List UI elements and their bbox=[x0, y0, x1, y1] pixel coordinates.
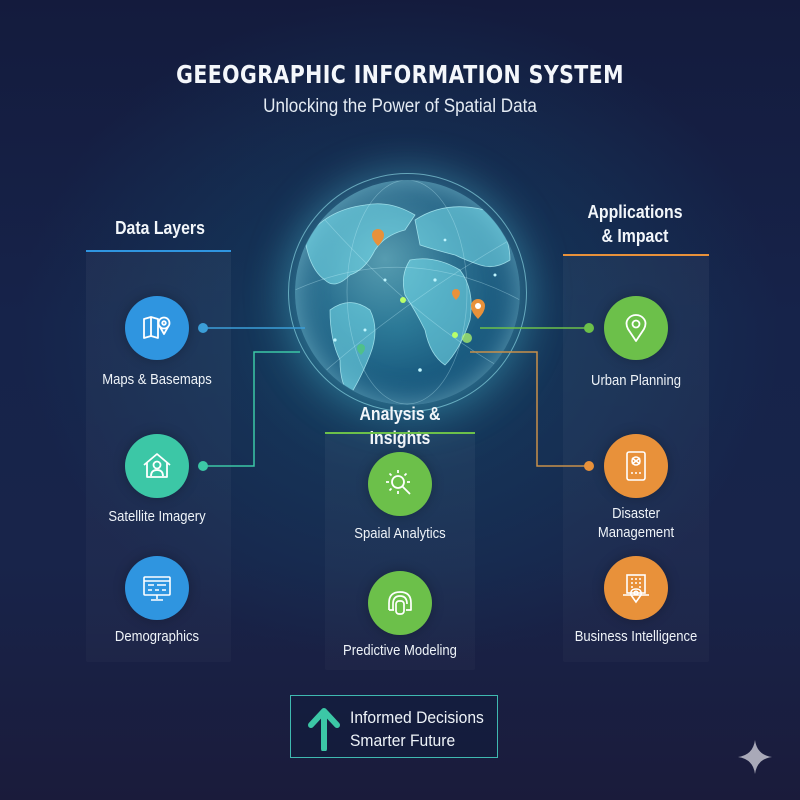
arrow-up-icon bbox=[308, 708, 340, 751]
map-pin-icon bbox=[125, 296, 189, 360]
label-disaster-line1: Disaster bbox=[612, 506, 660, 522]
rule-applications bbox=[563, 254, 709, 256]
label-satellite-imagery: Satellite Imagery bbox=[108, 509, 206, 525]
rule-analysis bbox=[325, 432, 475, 434]
page-title: GEEOGRAPHIC INFORMATION SYSTEM bbox=[176, 60, 624, 89]
connector-dot-maps bbox=[198, 323, 208, 333]
building-pin-icon bbox=[604, 556, 668, 620]
cta-line1: Informed Decisions bbox=[350, 708, 484, 727]
sparkle-icon bbox=[738, 740, 772, 774]
label-business-intelligence: Business Intelligence bbox=[574, 629, 698, 645]
location-pin-icon bbox=[604, 296, 668, 360]
globe-ring bbox=[288, 173, 527, 412]
label-disaster-management: Disaster Management bbox=[555, 505, 717, 543]
monitor-data-icon bbox=[125, 556, 189, 620]
globe-continents bbox=[295, 180, 520, 405]
brain-arch-icon bbox=[368, 571, 432, 635]
heading-applications: Applications & Impact bbox=[569, 200, 701, 248]
heading-applications-line2: & Impact bbox=[601, 226, 669, 246]
label-maps-basemaps: Maps & Basemaps bbox=[102, 372, 212, 388]
connector-dot-urban bbox=[584, 323, 594, 333]
page-subtitle: Unlocking the Power of Spatial Data bbox=[263, 96, 537, 117]
connector-dot-disaster bbox=[584, 461, 594, 471]
label-spatial-analytics: Spaial Analytics bbox=[354, 526, 446, 542]
tablet-alert-icon bbox=[604, 434, 668, 498]
heading-data-layers: Data Layers bbox=[115, 218, 205, 238]
gear-magnifier-icon bbox=[368, 452, 432, 516]
label-urban-planning: Urban Planning bbox=[591, 373, 681, 389]
label-demographics: Demographics bbox=[114, 629, 200, 645]
rule-data-layers bbox=[86, 250, 231, 252]
cta-line2: Smarter Future bbox=[350, 731, 456, 750]
connector-dot-satellite bbox=[198, 461, 208, 471]
label-predictive-modeling: Predictive Modeling bbox=[343, 643, 457, 659]
heading-applications-line1: Applications bbox=[587, 202, 683, 222]
label-disaster-line2: Management bbox=[597, 525, 675, 541]
house-user-icon bbox=[125, 434, 189, 498]
